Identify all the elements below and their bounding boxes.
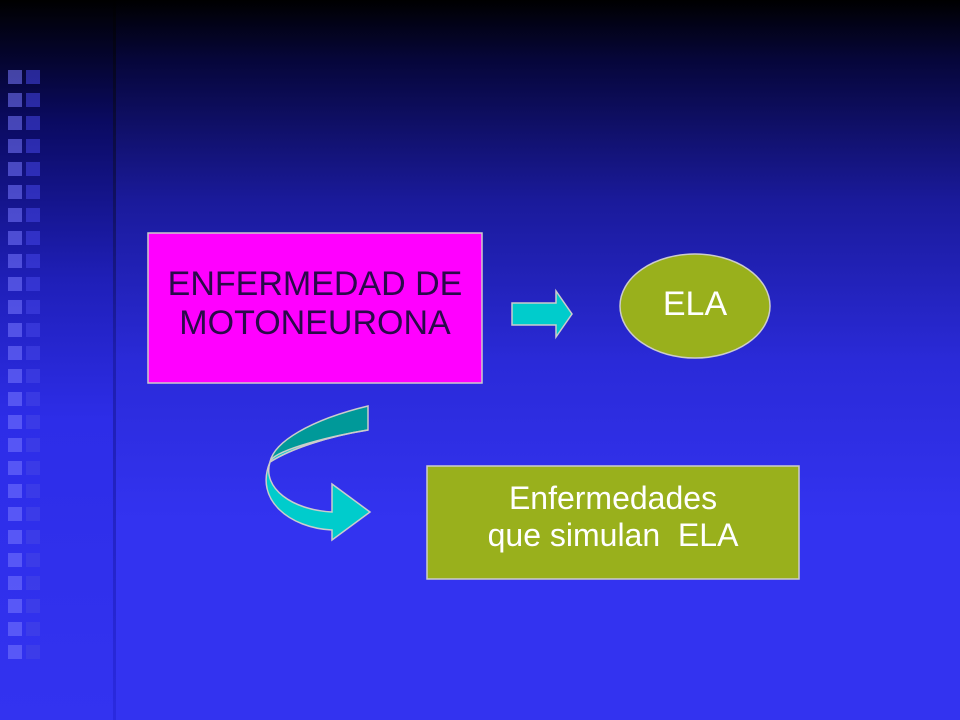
- decorative-square: [8, 461, 22, 475]
- simulating-diseases-line-1: Enfermedades: [508, 480, 718, 516]
- decorative-square: [8, 300, 22, 314]
- simulating-diseases-line-2: que simulan ELA: [487, 517, 739, 554]
- decorative-square: [8, 185, 22, 199]
- decorative-square: [8, 438, 22, 452]
- left-band-edge: [113, 0, 116, 720]
- ela-label: ELA: [662, 285, 728, 323]
- decorative-square: [8, 231, 22, 245]
- curved-arrow-body: [265, 429, 372, 542]
- decorative-square: [8, 93, 22, 107]
- decorative-square: [8, 599, 22, 613]
- decorative-square: [26, 231, 40, 245]
- decorative-square: [26, 369, 40, 383]
- decorative-square: [26, 93, 40, 107]
- decorative-square: [26, 346, 40, 360]
- decorative-square: [26, 116, 40, 130]
- decorative-square: [8, 277, 22, 291]
- decorative-square: [26, 530, 40, 544]
- motor-neuron-line-2: MOTONEURONA: [179, 304, 451, 343]
- decorative-square: [26, 208, 40, 222]
- decorative-square: [26, 392, 40, 406]
- decorative-square: [8, 507, 22, 521]
- right-arrow: [511, 288, 573, 340]
- decorative-square: [8, 369, 22, 383]
- decorative-square: [8, 530, 22, 544]
- decorative-square: [26, 507, 40, 521]
- motor-neuron-box: [147, 232, 483, 384]
- decorative-square: [26, 162, 40, 176]
- simulating-diseases-label: Enfermedades que simulan ELA: [427, 480, 799, 554]
- decorative-square: [26, 484, 40, 498]
- simulating-diseases-box: [426, 465, 800, 580]
- decorative-square: [26, 277, 40, 291]
- decorative-square: [26, 645, 40, 659]
- decorative-square: [26, 576, 40, 590]
- decorative-square: [8, 622, 22, 636]
- motor-neuron-line-1: ENFERMEDAD DE: [167, 265, 463, 303]
- decorative-square: [26, 70, 40, 84]
- decorative-square: [8, 415, 22, 429]
- decorative-square: [8, 553, 22, 567]
- decorative-square: [8, 208, 22, 222]
- decorative-square: [8, 116, 22, 130]
- decorative-square: [8, 323, 22, 337]
- decorative-square: [26, 553, 40, 567]
- decorative-square-strip: [0, 0, 40, 720]
- decorative-square: [8, 346, 22, 360]
- decorative-square: [26, 438, 40, 452]
- decorative-square: [8, 139, 22, 153]
- decorative-square: [8, 484, 22, 498]
- decorative-square: [26, 185, 40, 199]
- decorative-square: [8, 254, 22, 268]
- decorative-square: [26, 415, 40, 429]
- decorative-square: [26, 622, 40, 636]
- decorative-square: [26, 139, 40, 153]
- motor-neuron-box-label: ENFERMEDAD DE MOTONEURONA: [148, 265, 482, 344]
- decorative-square: [8, 576, 22, 590]
- ela-ellipse: [619, 253, 771, 359]
- decorative-square: [26, 461, 40, 475]
- decorative-square: [8, 162, 22, 176]
- decorative-square: [26, 323, 40, 337]
- decorative-square: [8, 70, 22, 84]
- decorative-square: [26, 254, 40, 268]
- decorative-square: [26, 300, 40, 314]
- decorative-square: [8, 645, 22, 659]
- decorative-square: [8, 392, 22, 406]
- decorative-square: [26, 599, 40, 613]
